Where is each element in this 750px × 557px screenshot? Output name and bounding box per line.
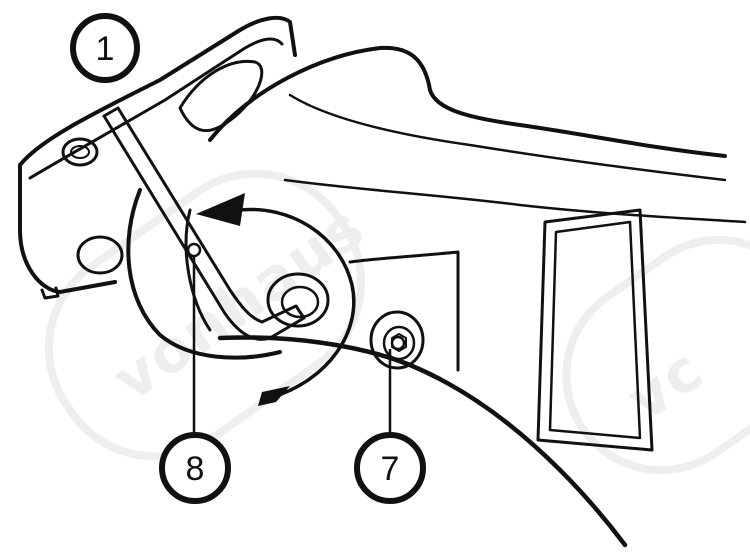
callout-7-anchor (390, 335, 406, 351)
bracket-screw-hole-top (61, 137, 99, 167)
callout-8-label: 8 (186, 450, 205, 488)
bracket-lower-lip (40, 286, 60, 300)
screw-7-head (382, 325, 416, 361)
hex-key (102, 106, 306, 341)
knob-disc (126, 188, 282, 360)
rotation-arrow-arc (238, 207, 356, 400)
callout-8-ring (159, 432, 231, 504)
body-mid-crease (283, 178, 747, 224)
bracket-slot (178, 59, 264, 133)
callout-1: 1 (70, 13, 140, 83)
chassis-lower-curve (217, 335, 628, 548)
callout-1-ring (70, 13, 140, 83)
side-panel-inner (548, 220, 642, 440)
body-upper-crease (288, 93, 727, 182)
screw-7-washer (369, 310, 425, 370)
callout-8: 8 (159, 432, 231, 504)
rotation-arrow-head (196, 193, 245, 226)
chassis-inner-panel (348, 250, 460, 372)
callout-7: 7 (354, 432, 426, 504)
rotation-arrow-tail (258, 386, 290, 406)
watermark-text-right: vc (615, 335, 716, 434)
bracket-inner-edge (28, 37, 284, 180)
bracket-screw-hole-bottom (76, 235, 124, 275)
side-panel-outer (536, 208, 654, 452)
watermark-badge-right (562, 235, 750, 475)
bracket-screw-hole-top-inner (70, 145, 90, 159)
callout-7-label: 7 (381, 450, 400, 488)
callout-7-ring (354, 432, 426, 504)
screw-8-washer (266, 272, 330, 328)
callout-1-label: 1 (96, 30, 115, 68)
body-top-contour (208, 45, 727, 158)
screw-8-head (280, 285, 320, 319)
callout-8-anchor (186, 242, 202, 258)
